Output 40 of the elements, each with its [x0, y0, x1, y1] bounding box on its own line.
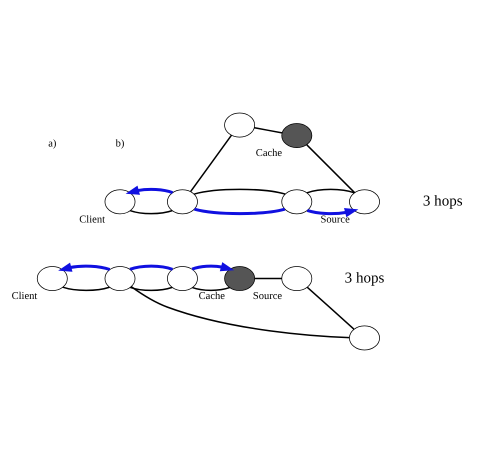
connector: [194, 207, 286, 215]
connector: [130, 209, 172, 214]
node-circle: [349, 188, 380, 214]
node-circle: [281, 122, 312, 148]
arrow: [58, 262, 110, 272]
node-label: Client: [12, 290, 38, 302]
connector: [190, 134, 232, 192]
arrow: [306, 208, 358, 217]
node-circle: [167, 188, 198, 214]
label: a): [48, 138, 56, 150]
connector: [62, 286, 110, 291]
node-circle: [281, 266, 312, 290]
node-circle: [349, 325, 380, 350]
node-circle: [224, 112, 256, 137]
label: 3 hops: [422, 193, 463, 210]
connector: [254, 277, 282, 279]
node-circle: [36, 266, 68, 290]
node-circle: [167, 266, 198, 290]
connector: [192, 286, 230, 291]
connector: [130, 286, 172, 291]
label: b): [116, 138, 124, 150]
arrow: [126, 185, 174, 194]
node-circle: [104, 266, 136, 290]
connector: [306, 286, 354, 330]
node-label: Cache: [198, 290, 225, 302]
connector: [130, 264, 174, 270]
connector: [306, 144, 356, 193]
node-label: Source: [320, 214, 350, 225]
node-label: Cache: [256, 148, 282, 159]
node-circle: [281, 188, 312, 214]
node-label: Source: [252, 290, 282, 302]
connector: [194, 188, 286, 194]
connector: [130, 286, 350, 338]
label: 3 hops: [344, 270, 384, 286]
node-circle: [224, 266, 256, 290]
connector: [306, 188, 355, 193]
node-label: Client: [79, 214, 106, 225]
arrow: [192, 262, 234, 271]
node-circle: [104, 188, 136, 214]
connector: [254, 126, 282, 134]
